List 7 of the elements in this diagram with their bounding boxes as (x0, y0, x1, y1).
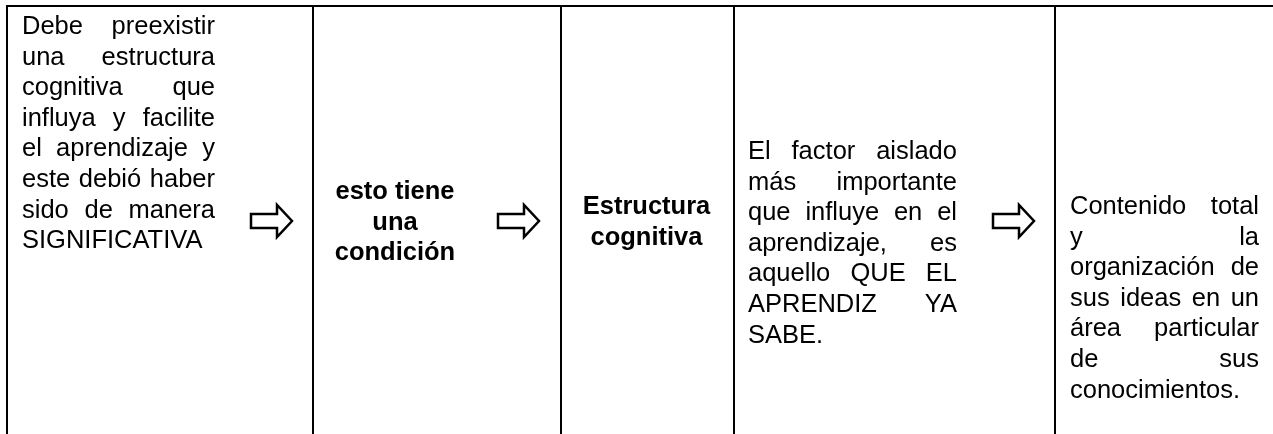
arrow (496, 201, 541, 241)
arrow (991, 201, 1036, 241)
text-cell: Contenido total y la organización de sus ideas en un área particular de sus conocimientos. (1034, 190, 1262, 405)
text-cell: esto tiene una condición (292, 175, 498, 267)
text-cell: El factor aislado más importante que influye en el aprendizaje, es aquello QUE EL APRENDIZ YA SABE. (748, 135, 993, 350)
text-cell: Debe preexistir una estructura cognitiva que influya y facilite el aprendizaje y este debió haber sido de manera SIGNIFICATIVA (22, 10, 251, 255)
arrow (249, 201, 294, 241)
